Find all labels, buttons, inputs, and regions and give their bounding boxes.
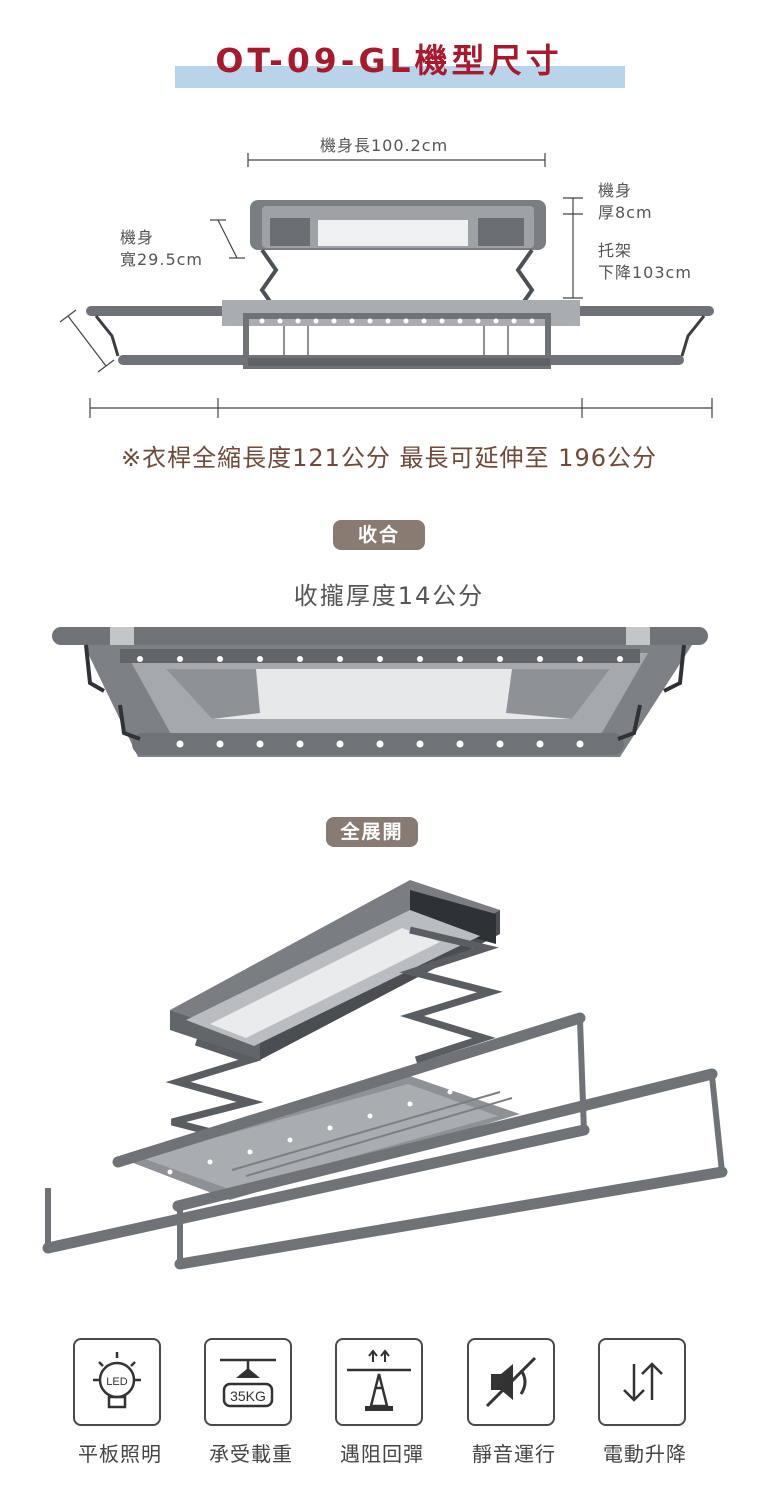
page-title: OT-09-GL機型尺寸 <box>215 41 563 80</box>
body-thickness-label-line2: 厚8cm <box>598 203 653 222</box>
feature-label: 承受載重 <box>209 1442 293 1466</box>
feature-obstacle-rebound: 遇阻回彈 <box>335 1338 427 1467</box>
feature-silent-operation: 靜音運行 <box>467 1338 559 1467</box>
collapsed-badge: 收合 <box>333 520 425 550</box>
dimension-diagram <box>59 153 714 418</box>
weight-icon-text: 35KG <box>230 1388 266 1404</box>
feature-label: 靜音運行 <box>472 1442 556 1466</box>
feature-rebound-box <box>335 1338 423 1426</box>
body-length-label: 機身長100.2cm <box>320 136 449 155</box>
feature-load-capacity: 35KG 承受載重 <box>204 1338 296 1467</box>
bracket-drop-label-line2: 下降103cm <box>598 263 692 282</box>
feature-led-lighting: LED 平板照明 <box>73 1338 165 1467</box>
led-icon-text: LED <box>106 1376 127 1388</box>
feature-led-box: LED <box>73 1338 161 1426</box>
feature-load-box: 35KG <box>204 1338 292 1426</box>
body-thickness-label-line1: 機身 <box>598 181 633 200</box>
mute-speaker-icon <box>485 1356 537 1408</box>
body-width-label-line2: 寬29.5cm <box>120 250 204 269</box>
feature-electric-lift: 電動升降 <box>598 1338 690 1467</box>
feature-silent-box <box>467 1338 555 1426</box>
body-width-label-line1: 機身 <box>120 228 155 247</box>
up-down-arrows-icon <box>623 1362 663 1402</box>
scale-weight-icon: 35KG <box>220 1358 276 1408</box>
feature-label: 電動升降 <box>603 1442 687 1466</box>
bracket-drop-label-line1: 托架 <box>598 241 633 260</box>
feature-label: 平板照明 <box>78 1442 162 1466</box>
expanded-product-image <box>42 880 728 1270</box>
feature-lift-box <box>598 1338 686 1426</box>
collapsed-thickness: 收攏厚度14公分 <box>293 582 485 610</box>
obstacle-rebound-icon <box>347 1349 411 1411</box>
collapsed-product-image <box>52 627 708 757</box>
led-bulb-icon: LED <box>93 1352 141 1409</box>
feature-label: 遇阻回彈 <box>340 1442 424 1466</box>
rod-length-note: ※衣桿全縮長度121公分 最長可延伸至 196公分 <box>121 444 657 472</box>
title-highlight-bar <box>175 66 625 88</box>
expanded-badge: 全展開 <box>326 817 418 847</box>
